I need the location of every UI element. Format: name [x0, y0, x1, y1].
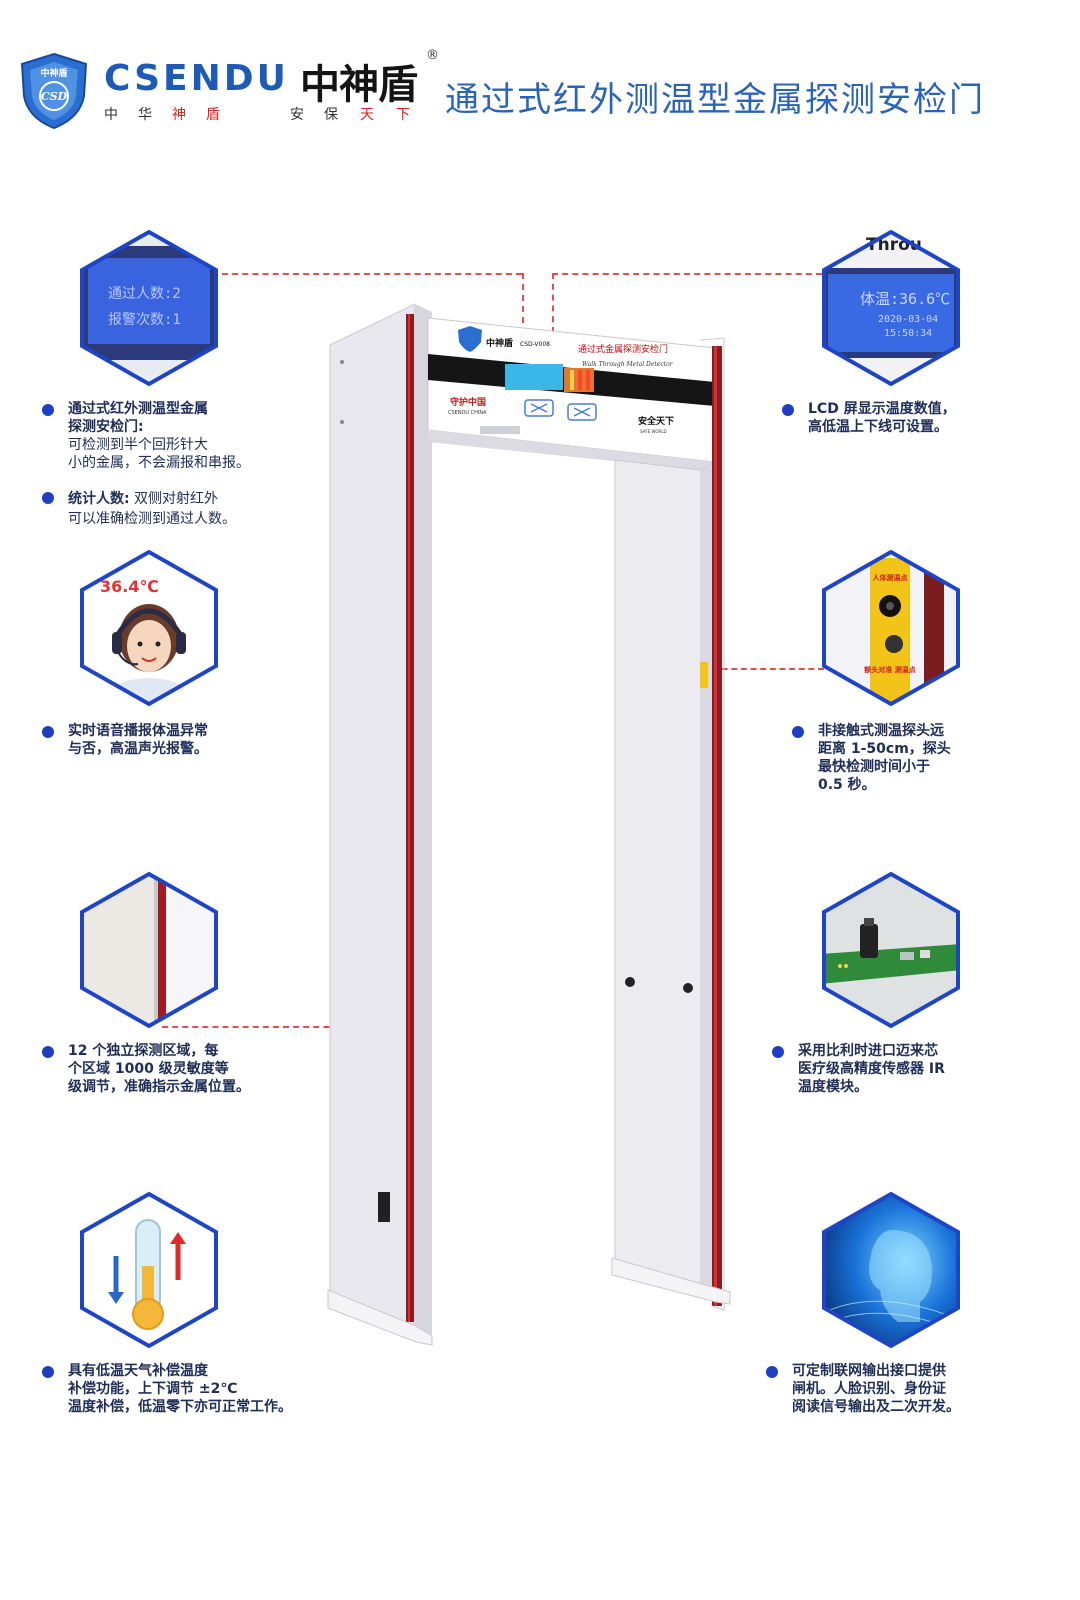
feature-gate-title: 通过式红外测温型金属 探测安检门: — [68, 401, 208, 435]
registered-mark: ® — [426, 48, 439, 63]
hex-badge-face-recognition — [820, 1190, 962, 1350]
lcd-right-temp: 体温:36.6℃ — [860, 290, 950, 308]
callout-line — [552, 273, 554, 333]
feature-count-body: 双侧对射红外 可以准确检测到通过人数。 — [68, 491, 236, 527]
hex-badge-count-lcd: 通过人数:2 报警次数:1 — [78, 228, 220, 388]
feature-lcd: LCD 屏显示温度数值， 高低温上下线可设置。 — [808, 401, 956, 435]
feature-count: 统计人数: 双侧对射红外 可以准确检测到通过人数。 — [68, 488, 308, 528]
page-title: 通过式红外测温型金属探测安检门 — [445, 80, 985, 120]
brand-slogan: 中 华 神 盾 安 保 天 下 — [104, 104, 424, 126]
brand-logo-shield: 中神盾 CSD — [18, 52, 90, 130]
callout-line — [222, 273, 522, 275]
bullet-icon — [42, 404, 54, 416]
bullet-icon — [42, 1366, 54, 1378]
feature-sensor: 采用比利时进口迈来芯 医疗级高精度传感器 IR 温度模块。 — [798, 1043, 945, 1095]
slogan-char: 神 — [172, 107, 188, 123]
bullet-icon — [782, 404, 794, 416]
slogan-char: 盾 — [206, 107, 222, 123]
callout-line — [712, 668, 824, 670]
slogan-char: 下 — [396, 107, 412, 123]
feature-network: 可定制联网输出接口提供 闸机。人脸识别、身份证 阅读信号输出及二次开发。 — [792, 1363, 960, 1415]
bullet-icon — [772, 1046, 784, 1058]
hex-badge-zones — [78, 870, 220, 1030]
gate-guard: 守护中国 — [450, 396, 486, 408]
hex-badge-temp-lcd: Throu 体温:36.6℃ 2020-03-04 15:50:34 — [820, 228, 962, 388]
gate-safe-sub: SAFE WORLD — [640, 429, 667, 434]
lcd-right-time: 15:50:34 — [884, 328, 932, 339]
probe-label-bottom: 额头对准 测温点 — [863, 665, 915, 674]
gate-safe: 安全天下 — [638, 415, 674, 427]
gate-brand: 中神盾 — [486, 337, 513, 349]
badge-temp-reading: 36.4℃ — [100, 577, 159, 596]
logo-text-mid: CSD — [41, 90, 68, 103]
brand-chinese: 中神盾 — [300, 62, 418, 108]
hex-badge-probe: 人体测温点 额头对准 测温点 — [820, 548, 962, 708]
feature-voice: 实时语音播报体温异常 与否，高温声光报警。 — [68, 723, 208, 757]
brand-english: CSENDU — [104, 58, 289, 99]
lcd-right-date: 2020-03-04 — [878, 314, 938, 325]
callout-line — [522, 273, 524, 323]
feature-gate-body: 可检测到半个回形针大 小的金属，不会漏报和串报。 — [68, 437, 250, 471]
bullet-icon — [42, 726, 54, 738]
bullet-icon — [792, 726, 804, 738]
callout-line — [552, 273, 822, 275]
hex-badge-sensor — [820, 870, 962, 1030]
hex-badge-thermometer — [78, 1190, 220, 1350]
slogan-char: 安 — [290, 107, 306, 123]
logo-text-top: 中神盾 — [40, 67, 67, 79]
slogan-char: 中 — [104, 107, 120, 123]
bullet-icon — [42, 1046, 54, 1058]
probe-label-top: 人体测温点 — [873, 573, 908, 582]
gate-model: CSD-V008 — [520, 341, 550, 348]
bullet-icon — [42, 492, 54, 504]
feature-count-title: 统计人数: — [68, 491, 130, 507]
feature-zones: 12 个独立探测区域，每 个区域 1000 级灵敏度等 级调节，准确指示金属位置… — [68, 1043, 250, 1095]
gate-name-en: Walk Through Metal Detector — [582, 361, 674, 368]
gate-guard-sub: CSENDU CHINA — [448, 410, 487, 416]
callout-line — [162, 1026, 410, 1028]
slogan-char: 保 — [324, 107, 340, 123]
feature-probe: 非接触式测温探头远 距离 1-50cm，探头 最快检测时间小于 0.5 秒。 — [818, 723, 951, 793]
lcd-left-line1: 通过人数:2 — [108, 286, 181, 302]
lcd-left-line2: 报警次数:1 — [108, 312, 181, 328]
metal-detector-gate: 中神盾 CSD-V008 通过式金属探测安检门 Walk Through Met… — [320, 290, 750, 1350]
hex-badge-voice: 36.4℃ — [78, 548, 220, 708]
feature-compensation: 具有低温天气补偿温度 补偿功能，上下调节 ±2℃ 温度补偿，低温零下亦可正常工作… — [68, 1363, 292, 1415]
gate-name-cn: 通过式金属探测安检门 — [578, 343, 668, 355]
slogan-char: 天 — [360, 107, 376, 123]
slogan-char: 华 — [138, 107, 154, 123]
bullet-icon — [766, 1366, 778, 1378]
